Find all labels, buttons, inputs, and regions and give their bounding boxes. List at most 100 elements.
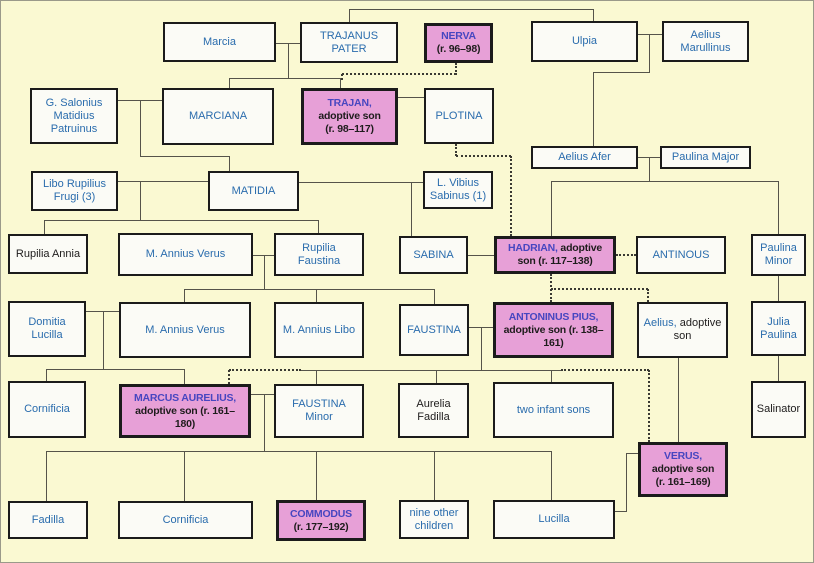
connector-segment	[778, 276, 779, 301]
person-label-line: M. Annius Verus	[145, 248, 226, 260]
person-box-marciana: MARCIANA	[162, 88, 274, 145]
person-box-faustina: FAUSTINA	[399, 304, 469, 356]
person-label-line: adoptive son	[318, 110, 381, 122]
person-box-plotina: PLOTINA	[424, 88, 494, 144]
connector-segment	[288, 43, 289, 78]
person-label-line: children	[414, 519, 454, 532]
person-label-line: MARCUS AURELIUS,	[134, 391, 236, 404]
person-box-lucilla: Lucilla	[493, 500, 615, 539]
connector-segment	[140, 181, 141, 220]
person-label-line: Cornificia	[162, 513, 209, 526]
adoption-dotted-segment	[616, 254, 636, 256]
person-label-line: Libo Rupilius	[43, 178, 106, 190]
person-label-line: 161)	[543, 336, 564, 349]
person-label-line: adoptive son (r. 161–	[135, 404, 235, 417]
person-label-line: Cornificia	[24, 403, 70, 415]
person-box-verus: VERUS,adoptive son(r. 161–169)	[638, 442, 728, 497]
connector-segment	[118, 181, 208, 182]
person-label-line: PATER	[331, 42, 367, 55]
connector-segment	[551, 181, 778, 182]
person-label-line: COMMODUS	[290, 507, 352, 520]
adoption-dotted-segment	[551, 288, 648, 290]
person-label-line: Paulina	[760, 328, 797, 341]
person-box-fadilla: Fadilla	[8, 501, 88, 539]
person-label-line: Marcia	[202, 35, 236, 48]
connector-segment	[340, 78, 341, 88]
connector-segment	[301, 370, 561, 371]
person-label-line: two infant sons	[516, 403, 591, 416]
connector-segment	[678, 358, 679, 442]
connector-segment	[253, 255, 274, 256]
connector-segment	[551, 181, 552, 236]
person-label-line: Patruinus	[50, 122, 98, 135]
person-label-line: Lucilla	[31, 329, 63, 341]
person-box-ulpia: Ulpia	[531, 21, 638, 62]
person-box-cornificia-younger: Cornificia	[118, 501, 253, 539]
connector-segment	[46, 451, 551, 452]
person-label-line: (r. 96–98)	[436, 43, 481, 55]
person-label-line: Fadilla	[417, 410, 450, 423]
person-label-line: adoptive son	[651, 463, 715, 475]
person-box-m-annius-verus-elder: M. Annius Verus	[118, 233, 253, 276]
person-label-line: SABINA	[413, 248, 454, 261]
adoption-dotted-segment	[561, 369, 649, 371]
connector-segment	[184, 369, 185, 384]
connector-segment	[778, 181, 779, 234]
connector-segment	[229, 156, 230, 171]
person-label-line: Paulina	[760, 242, 797, 254]
person-box-matidia: MATIDIA	[208, 171, 299, 211]
connector-segment	[436, 370, 437, 383]
person-label-line: 180)	[174, 417, 196, 430]
person-box-marcus-aurelius: MARCUS AURELIUS,adoptive son (r. 161–180…	[119, 384, 251, 438]
person-label-line: L. Vibius	[437, 177, 479, 189]
person-box-rupilia-annia: Rupilia Annia	[8, 234, 88, 274]
connector-segment	[86, 311, 119, 312]
adoption-dotted-segment	[341, 74, 343, 80]
person-label-line: Sabinus (1)	[429, 190, 487, 202]
connector-segment	[264, 394, 265, 451]
person-label-line: Minor	[305, 411, 333, 423]
person-box-commodus: COMMODUS(r. 177–192)	[276, 500, 366, 541]
person-label-line: adoptive son (r. 138–	[503, 323, 604, 336]
adoption-dotted-segment	[455, 63, 457, 75]
person-box-two-infant-sons: two infant sons	[493, 382, 614, 438]
person-label-line: G. Salonius	[45, 96, 103, 109]
connector-segment	[434, 289, 435, 304]
person-label-line: Minor	[764, 255, 793, 267]
person-label-line: Lucilla	[538, 513, 570, 525]
person-label-line: Faustina	[297, 254, 341, 267]
adoption-dotted-segment	[228, 370, 230, 384]
connector-segment	[398, 97, 424, 98]
connector-segment	[264, 255, 265, 289]
person-label-line: Ulpia	[571, 35, 598, 47]
person-label-line: Aurelia	[416, 397, 451, 410]
person-label-line: Rupilia	[302, 241, 336, 254]
person-label-line: Paulina Major	[671, 151, 740, 163]
person-label-line: MATIDIA	[231, 184, 276, 197]
adoption-dotted-segment	[510, 156, 512, 236]
connector-segment	[551, 451, 552, 500]
person-label-line: (r. 177–192)	[293, 520, 349, 533]
connector-segment	[593, 9, 594, 21]
adoption-dotted-segment	[648, 370, 650, 442]
person-label-line: M. Annius Libo	[282, 323, 356, 336]
connector-segment	[551, 370, 552, 382]
connector-segment	[614, 511, 626, 512]
adoption-dotted-segment	[229, 369, 301, 371]
connector-segment	[411, 182, 412, 236]
person-box-trajan: TRAJAN,adoptive son(r. 98–117)	[301, 88, 398, 145]
connector-segment	[593, 72, 594, 146]
connector-segment	[349, 9, 593, 10]
connector-segment	[229, 78, 230, 88]
